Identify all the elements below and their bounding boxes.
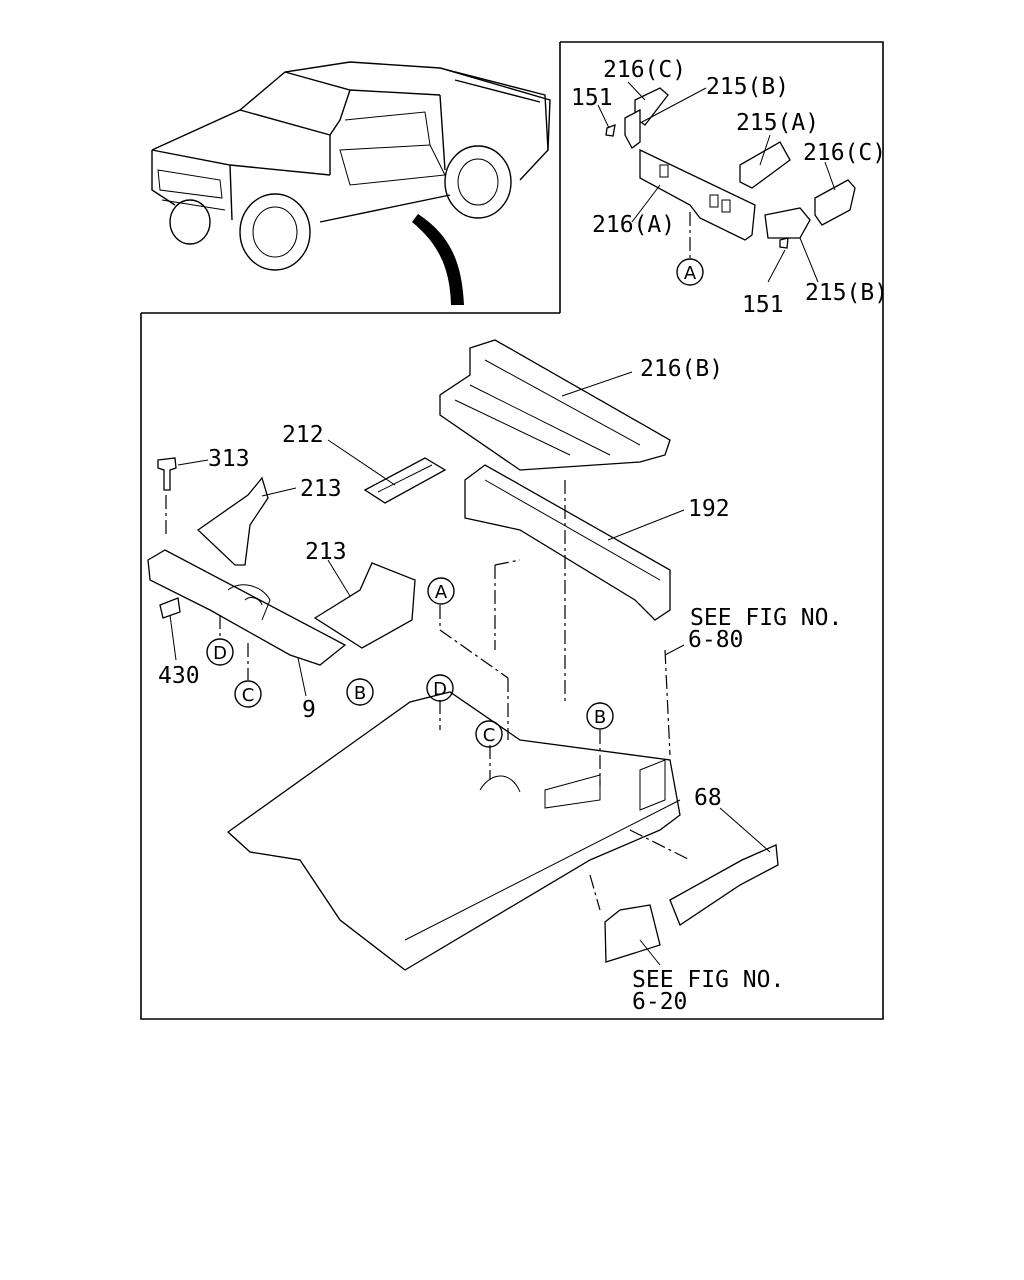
label-215b-bottom: 215(B): [805, 280, 888, 306]
see-fig-6-80-line2: 6-80: [688, 627, 743, 653]
circled-reference-left-b: B: [346, 678, 374, 706]
circled-reference-inset-a: A: [676, 258, 704, 286]
label-430: 430: [158, 663, 200, 689]
label-313: 313: [208, 446, 250, 472]
svg-text:C: C: [242, 685, 255, 706]
circled-reference-left-d: D: [206, 638, 234, 666]
label-192: 192: [688, 496, 730, 522]
svg-text:C: C: [483, 725, 496, 746]
svg-text:D: D: [433, 679, 447, 700]
truck-illustration: [151, 61, 551, 305]
svg-text:A: A: [435, 582, 448, 603]
svg-text:B: B: [354, 683, 366, 704]
label-151-bottom: 151: [742, 292, 784, 318]
label-68: 68: [694, 785, 722, 811]
label-216c-top: 216(C): [603, 57, 686, 83]
label-215b-top: 215(B): [706, 74, 789, 100]
circled-reference-floor-c: C: [475, 720, 503, 748]
see-fig-6-80-line1: SEE FIG NO.: [690, 605, 842, 631]
see-fig-6-20-line2: 6-20: [632, 989, 687, 1015]
svg-text:A: A: [684, 263, 697, 284]
label-216a: 216(A): [592, 212, 675, 238]
label-215a: 215(A): [736, 110, 819, 136]
label-216b: 216(B): [640, 356, 723, 382]
circled-reference-floor-d: D: [426, 674, 454, 702]
inset-frame: [559, 41, 884, 313]
circled-reference-left-c: C: [234, 680, 262, 708]
label-213-lower: 213: [305, 539, 347, 565]
label-212: 212: [282, 422, 324, 448]
main-parts: [147, 339, 779, 971]
circled-reference-floor-b: B: [586, 702, 614, 730]
see-fig-6-20-line1: SEE FIG NO.: [632, 967, 784, 993]
main-frame: [140, 312, 884, 1020]
circled-reference-main-a: A: [427, 577, 455, 605]
label-9: 9: [302, 697, 316, 723]
inset-parts: [597, 81, 856, 283]
label-151-top: 151: [571, 85, 613, 111]
label-216c-right: 216(C): [803, 140, 886, 166]
label-213-upper: 213: [300, 476, 342, 502]
svg-text:D: D: [213, 643, 227, 664]
svg-text:B: B: [594, 707, 606, 728]
